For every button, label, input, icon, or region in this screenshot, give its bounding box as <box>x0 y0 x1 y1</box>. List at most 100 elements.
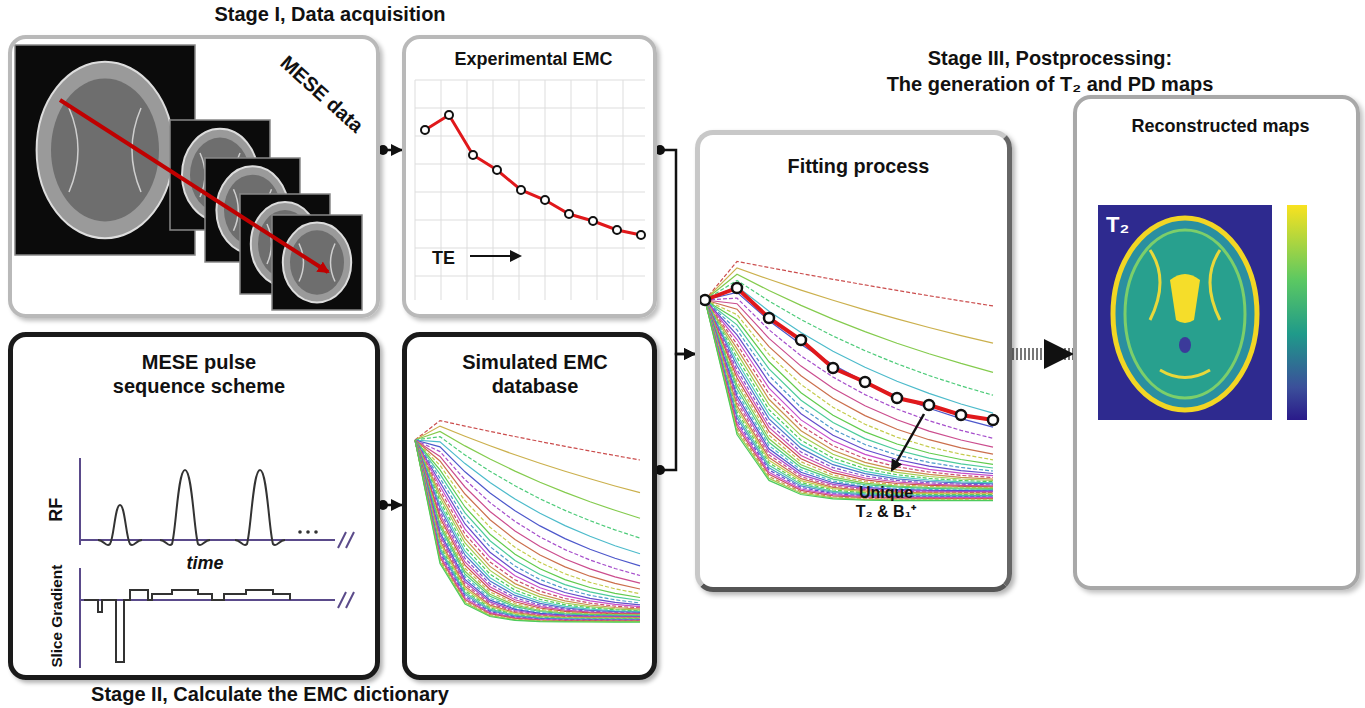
curve-point <box>796 335 806 345</box>
curve-point <box>565 210 573 218</box>
brain <box>283 223 351 303</box>
dictionary-curve <box>705 300 993 500</box>
curve-point <box>613 226 621 234</box>
mri-slice <box>15 45 195 255</box>
dictionary-curve <box>705 268 993 343</box>
sulci <box>69 108 141 192</box>
axis-label: RF <box>46 490 68 530</box>
t2-map <box>1098 205 1307 420</box>
dictionary-curve <box>415 440 640 605</box>
box-title: Reconstructed maps <box>1077 116 1364 138</box>
dictionary-curve <box>415 440 640 615</box>
curve-point <box>493 166 501 174</box>
grid-line <box>623 80 624 300</box>
dictionary-curve <box>415 440 640 618</box>
curve-point <box>700 295 710 305</box>
dictionary-curve <box>415 440 640 621</box>
dictionary-curve <box>705 300 993 486</box>
grid-line <box>415 136 645 137</box>
box-title: Fitting process <box>700 155 1017 179</box>
maps-box: Reconstructed mapsT₂ <box>1073 95 1360 590</box>
stage-label: The generation of T₂ and PD maps <box>790 72 1310 96</box>
te-arrow <box>470 255 520 257</box>
grid-line <box>415 80 416 300</box>
plot-grid <box>415 80 645 300</box>
connector-line <box>1012 348 1073 360</box>
curve-point <box>517 186 525 194</box>
connector <box>655 354 695 475</box>
echo-arrow <box>60 100 328 272</box>
curve-point <box>637 231 645 239</box>
mese-data-box: MESE data <box>8 35 380 318</box>
grid-line <box>415 164 645 165</box>
dictionary-curve <box>415 440 640 617</box>
dictionary-curve <box>705 300 993 498</box>
dictionary-curve <box>705 300 993 482</box>
curve-point <box>541 196 549 204</box>
box-title: MESE pulse sequence scheme <box>99 350 299 398</box>
curve-point <box>892 393 902 403</box>
brain-inner <box>51 79 159 222</box>
dictionary-curve <box>705 300 993 496</box>
connector <box>378 500 402 510</box>
dictionary-curve <box>415 440 640 615</box>
dictionary-curve <box>415 440 640 619</box>
dictionary-curve <box>705 300 993 491</box>
connector <box>1012 354 1073 355</box>
curve-point <box>445 111 453 119</box>
dictionary-curve <box>705 287 993 414</box>
mri-slice <box>272 215 362 310</box>
connector-line <box>657 150 695 354</box>
curve-points <box>700 283 998 425</box>
curve-point <box>764 313 774 323</box>
dictionary-curve <box>705 300 993 487</box>
fitting-box: Fitting processUnique T₂ & B₁⁺ <box>695 130 1012 592</box>
experimental-curve <box>425 115 641 235</box>
grid-line <box>545 80 546 300</box>
result-label: Unique T₂ & B₁⁺ <box>850 483 922 521</box>
dictionary-curve <box>415 421 640 460</box>
dictionary-curve <box>415 440 640 618</box>
connector <box>378 145 402 155</box>
brain-inner <box>290 230 344 295</box>
grid-line <box>467 80 468 300</box>
dictionary-curve <box>705 300 993 497</box>
grid-line <box>571 80 572 300</box>
dictionary-curve <box>705 300 993 488</box>
simulated-emc-box: Simulated EMC database <box>402 332 657 680</box>
box-title: Simulated EMC database <box>435 350 635 398</box>
dictionary-curve <box>415 440 640 617</box>
dictionary-curve <box>705 300 993 493</box>
axis-label: TE <box>432 248 472 270</box>
dictionary-curve <box>705 300 993 499</box>
pulse-sequence <box>80 458 354 668</box>
grid-line <box>415 276 645 277</box>
dictionary-curve <box>415 440 640 612</box>
dictionary-curve <box>705 300 993 501</box>
curve-point <box>956 410 966 420</box>
dictionary-curve <box>415 440 640 617</box>
dictionary-curve <box>705 300 993 485</box>
curve-point <box>988 415 998 425</box>
dictionary-curve <box>415 440 640 616</box>
grid-line <box>415 80 645 81</box>
dictionary-curve <box>415 440 640 614</box>
connector <box>655 145 695 354</box>
curve-point <box>589 217 597 225</box>
dictionary-curve <box>415 440 640 620</box>
pulse-sequence-box: MESE pulse sequence schemeRFtimeSlice Gr… <box>8 332 380 680</box>
stage-label: Stage I, Data acquisition <box>130 2 530 26</box>
dictionary-curve <box>705 300 993 490</box>
dictionary-curve <box>705 300 993 494</box>
match-arrow <box>892 414 924 470</box>
dictionary-curve <box>705 300 993 492</box>
curve-point <box>828 363 838 373</box>
dictionary-curves <box>705 261 993 500</box>
dictionary-curve <box>705 300 993 499</box>
experimental-emc-box: Experimental EMCTE <box>402 35 657 318</box>
map-label: T₂ <box>1106 212 1146 238</box>
dictionary-curve <box>705 300 993 481</box>
experimental-curve <box>705 288 993 420</box>
dictionary-curve <box>415 440 640 614</box>
grid-line <box>415 108 645 109</box>
